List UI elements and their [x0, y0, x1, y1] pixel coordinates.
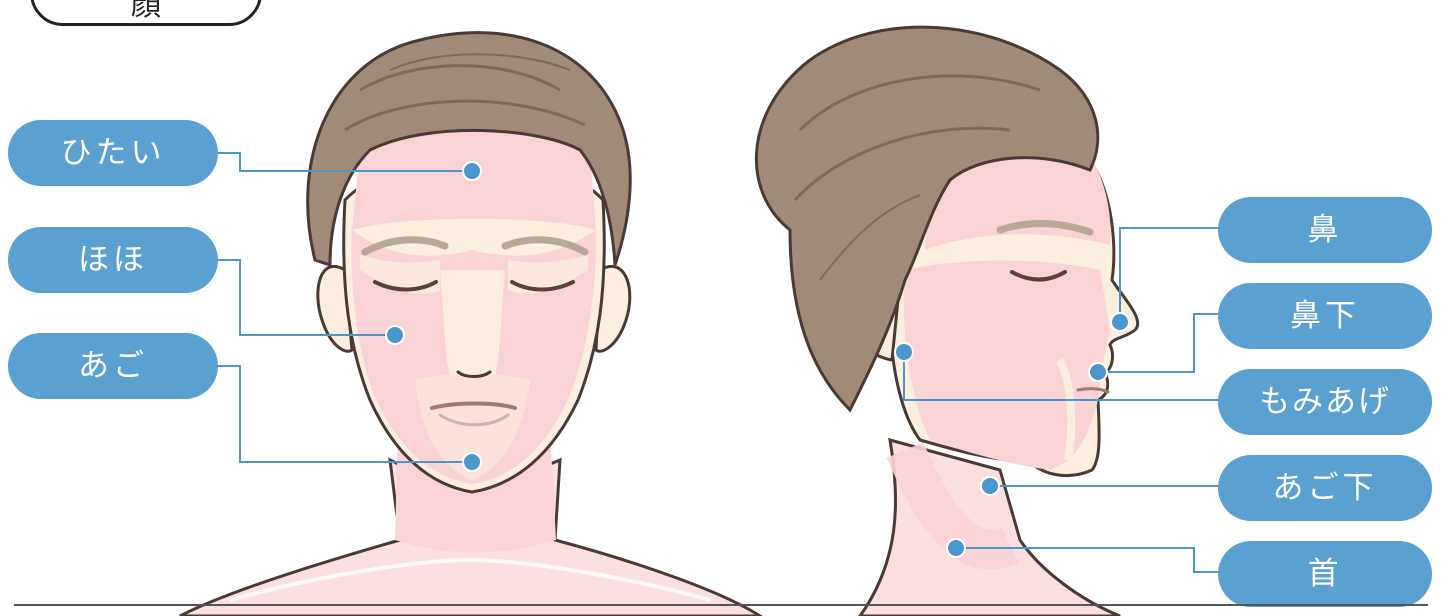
label-agoshita: あご下 — [1218, 455, 1432, 521]
side-face-illustration — [756, 27, 1137, 616]
leader-hana — [1120, 228, 1222, 322]
bottom-divider — [14, 604, 1428, 606]
marker-hana — [1111, 313, 1129, 331]
label-agoshita-text: あご下 — [1273, 470, 1378, 506]
marker-agoshita — [981, 477, 999, 495]
marker-kubi — [947, 539, 965, 557]
label-hanashita-text: 鼻下 — [1290, 298, 1360, 334]
label-hoho: ほほ — [8, 227, 218, 293]
label-hana-text: 鼻 — [1308, 212, 1343, 248]
marker-hoho — [386, 326, 404, 344]
label-momiage-text: もみあげ — [1259, 384, 1391, 420]
label-kubi: 首 — [1218, 541, 1432, 607]
label-kubi-text: 首 — [1308, 556, 1343, 592]
section-title: 顔 — [33, 0, 259, 23]
marker-ago — [463, 453, 481, 471]
marker-momiage — [895, 343, 913, 361]
label-hana: 鼻 — [1218, 197, 1432, 263]
marker-hitai — [463, 162, 481, 180]
section-title-tab: 顔 — [30, 0, 262, 26]
label-hitai: ひたい — [8, 120, 218, 186]
label-ago: あご — [8, 333, 218, 399]
label-hanashita: 鼻下 — [1218, 283, 1432, 349]
marker-hanashita — [1089, 363, 1107, 381]
label-hoho-text: ほほ — [78, 242, 148, 278]
label-momiage: もみあげ — [1218, 369, 1432, 435]
label-hitai-text: ひたい — [61, 135, 166, 171]
label-ago-text: あご — [78, 348, 148, 384]
front-face-illustration — [180, 33, 760, 616]
